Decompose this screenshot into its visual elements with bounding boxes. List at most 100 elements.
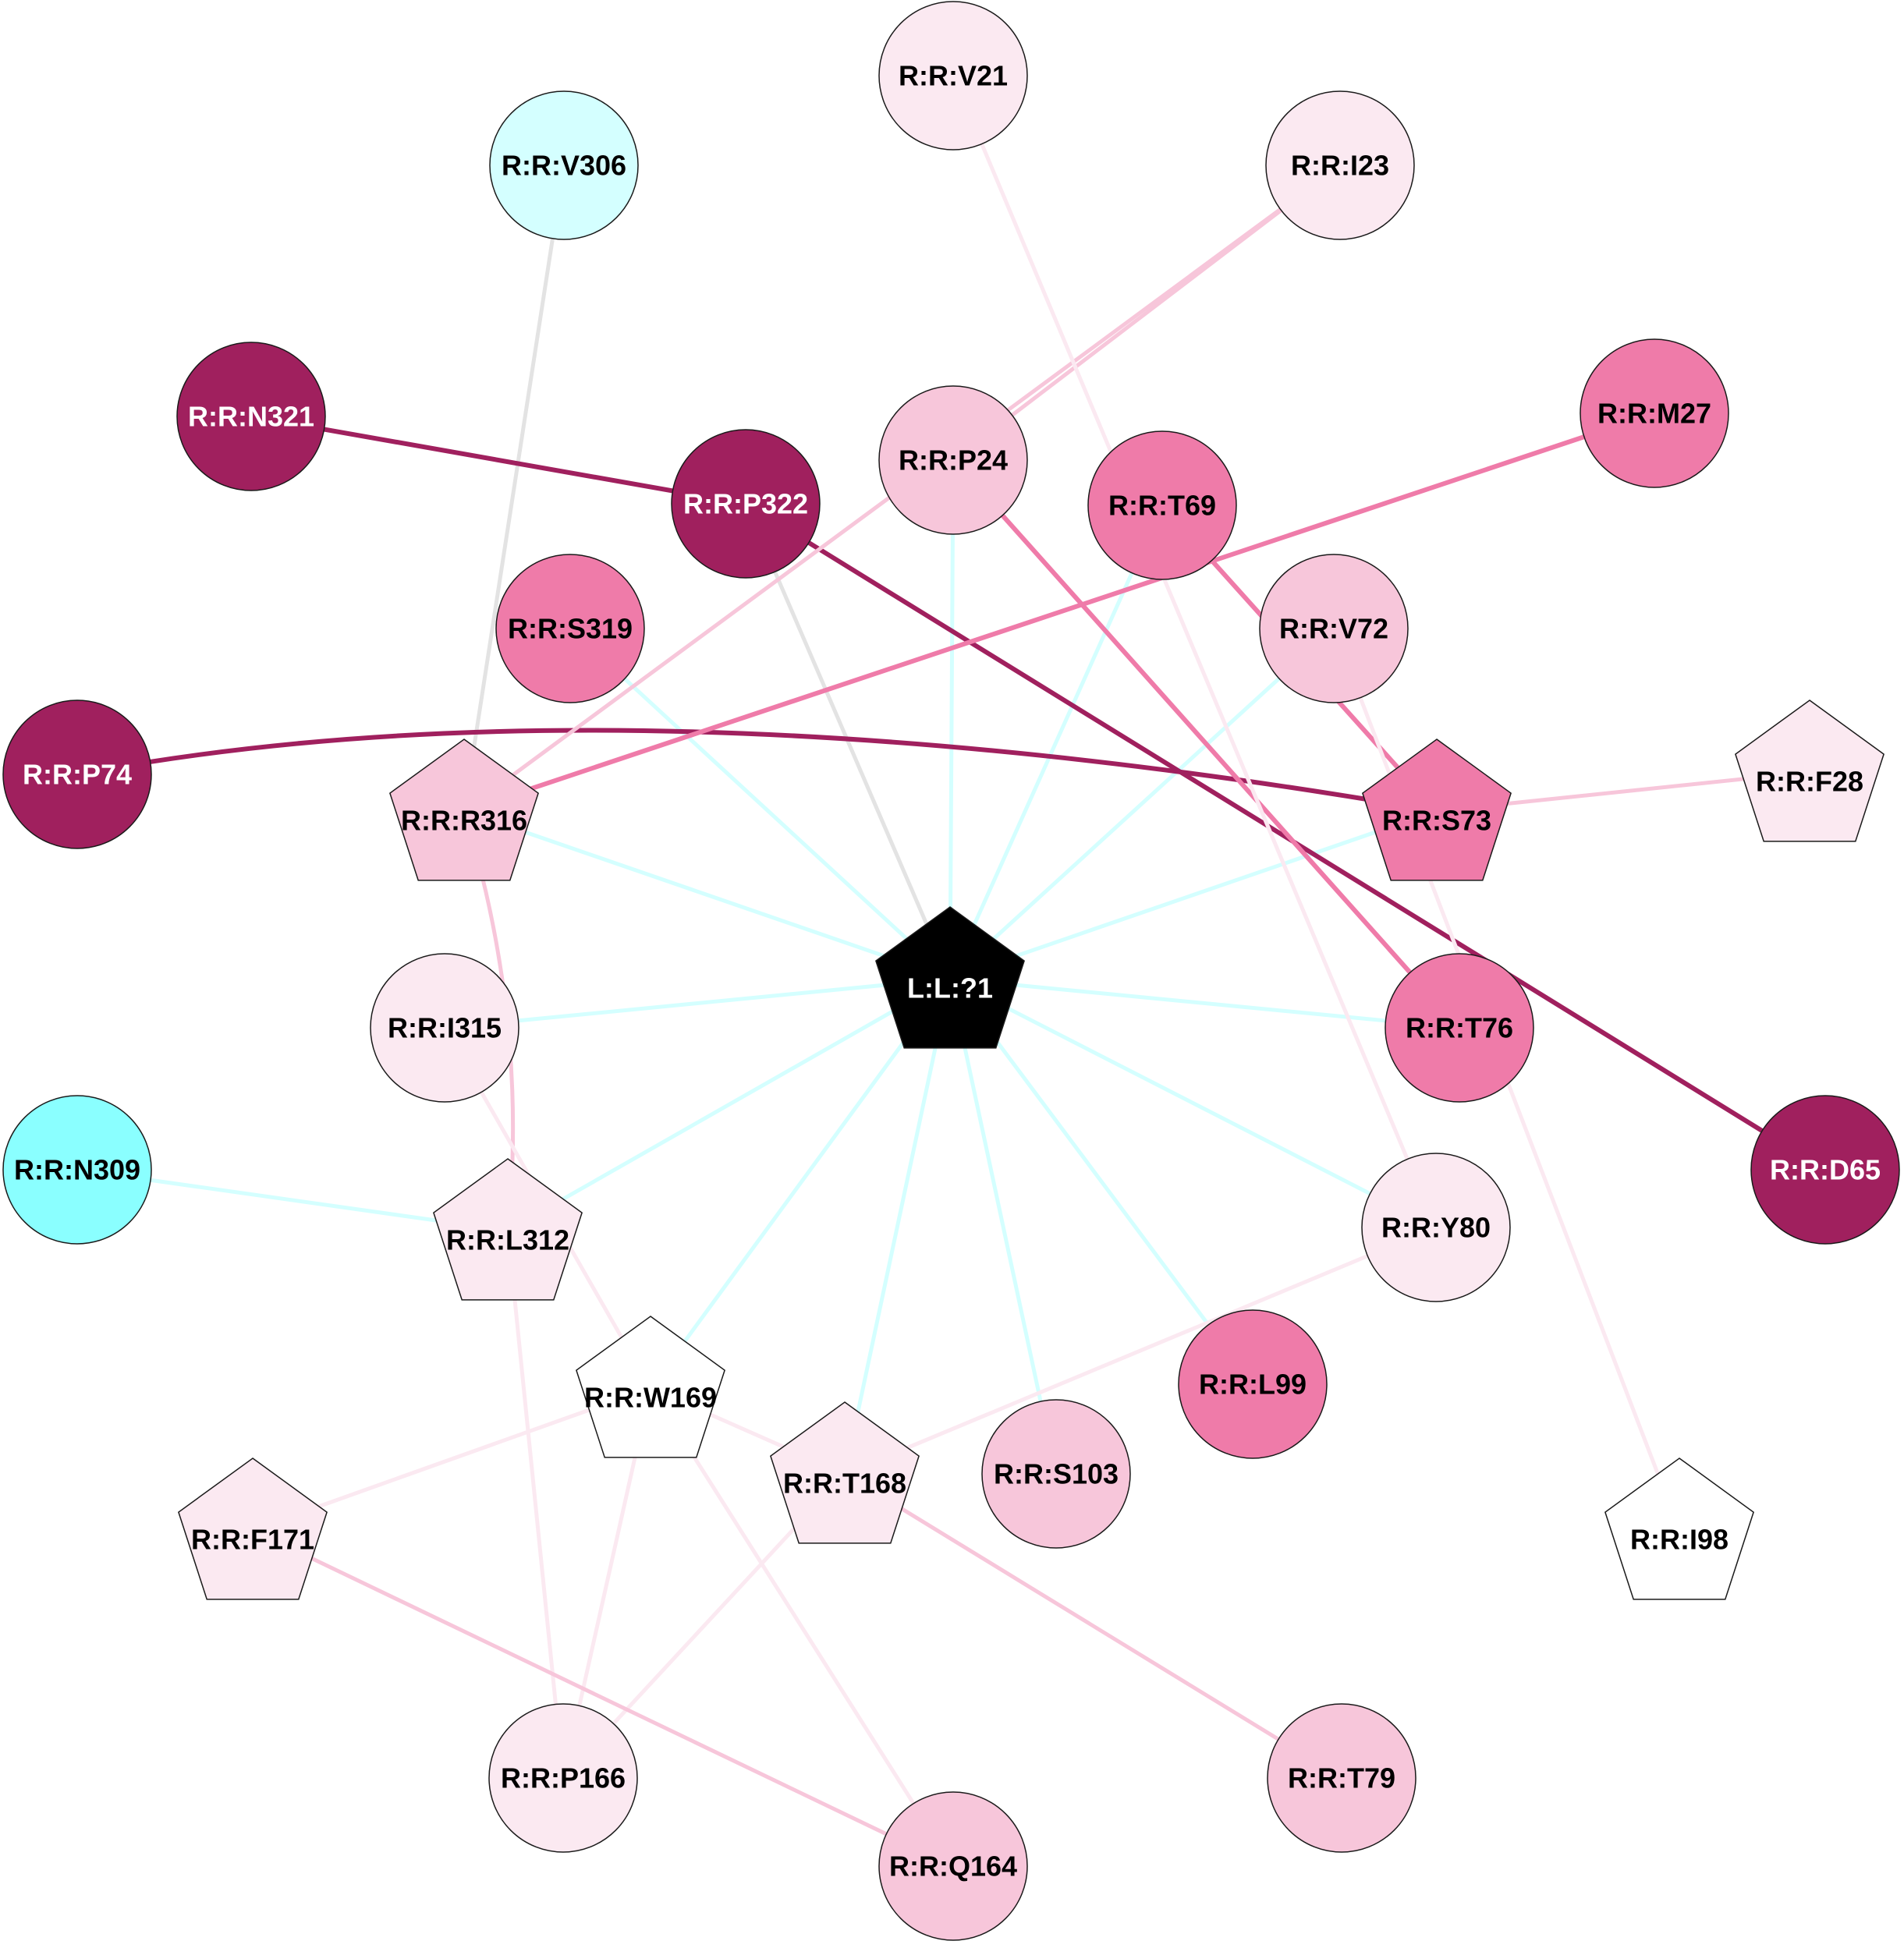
edge-p322-d65 <box>743 501 1828 1172</box>
node-circle <box>1580 338 1729 488</box>
node-t69: R:R:T69 <box>1087 430 1237 580</box>
node-label: R:R:T79 <box>1288 1762 1395 1794</box>
edge-t168-t79 <box>842 1472 1344 1780</box>
node-v21: R:R:V21 <box>878 1 1028 151</box>
node-l99: R:R:L99 <box>1178 1309 1328 1459</box>
edge-l312-p166 <box>505 1228 566 1780</box>
edge-lig-p24 <box>948 458 956 981</box>
node-d65: R:R:D65 <box>1750 1095 1900 1245</box>
node-label: R:R:S319 <box>508 613 633 645</box>
node-label: R:R:D65 <box>1770 1154 1881 1186</box>
node-pentagon <box>770 1401 920 1544</box>
node-q164: R:R:Q164 <box>878 1791 1028 1941</box>
node-circle <box>488 1703 638 1853</box>
node-circle <box>1750 1095 1900 1245</box>
edge-lig-s319 <box>568 626 952 981</box>
node-pentagon <box>389 738 539 881</box>
node-f171: R:R:F171 <box>178 1457 328 1600</box>
node-p322: R:R:P322 <box>671 429 821 579</box>
node-s319: R:R:S319 <box>495 554 645 703</box>
node-circle <box>489 90 639 240</box>
edge-lig-w169 <box>648 976 952 1390</box>
node-label: R:R:N309 <box>14 1154 140 1186</box>
node-label: R:R:F28 <box>1756 766 1863 798</box>
edge-n321-p322 <box>249 414 748 506</box>
node-r316: R:R:R316 <box>389 738 539 881</box>
node-label: R:R:T168 <box>783 1468 906 1500</box>
node-label: R:R:P166 <box>501 1762 626 1794</box>
edge-p74-s73 <box>75 728 1439 813</box>
node-s73: R:R:S73 <box>1362 738 1512 881</box>
edge-v306-r316 <box>462 163 566 813</box>
edge-w169-q164 <box>648 1386 956 1868</box>
edge-f171-q164 <box>250 1528 956 1868</box>
node-label: R:R:R316 <box>401 805 527 837</box>
node-f28: R:R:F28 <box>1735 700 1884 842</box>
node-label: R:R:P74 <box>23 759 132 791</box>
node-label: R:R:T76 <box>1406 1012 1513 1044</box>
node-y80: R:R:Y80 <box>1361 1153 1511 1302</box>
node-m27: R:R:M27 <box>1580 338 1729 488</box>
node-p166: R:R:P166 <box>488 1703 638 1853</box>
node-pentagon <box>433 1158 583 1301</box>
node-label: R:R:M27 <box>1597 398 1711 430</box>
node-circle <box>1087 430 1237 580</box>
node-t76: R:R:T76 <box>1385 953 1534 1103</box>
node-i315: R:R:I315 <box>370 953 519 1103</box>
node-circle <box>2 1095 152 1245</box>
edges-layer <box>75 73 1828 1868</box>
node-label: R:R:L312 <box>446 1224 569 1256</box>
edge-lig-r316 <box>462 809 952 981</box>
node-circle <box>1267 1703 1416 1853</box>
edge-lig-i315 <box>442 976 952 1030</box>
edge-m27-r316 <box>462 411 1657 813</box>
node-circle <box>2 700 152 849</box>
node-label: R:R:W169 <box>584 1382 717 1414</box>
node-lig: L:L:?1 <box>875 906 1025 1049</box>
edge-lig-t69 <box>948 503 1165 981</box>
node-label: R:R:I23 <box>1291 150 1389 182</box>
node-l312: R:R:L312 <box>433 1158 583 1301</box>
node-label: R:R:V306 <box>502 150 626 182</box>
edge-lig-y80 <box>948 976 1438 1230</box>
node-label: R:R:F171 <box>191 1524 314 1556</box>
node-circle <box>981 1399 1131 1549</box>
node-pentagon <box>576 1316 725 1458</box>
node-circle <box>176 342 326 491</box>
node-label: R:R:V21 <box>899 60 1008 92</box>
edge-lig-t76 <box>948 976 1462 1030</box>
node-circle <box>1385 953 1534 1103</box>
node-n309: R:R:N309 <box>2 1095 152 1245</box>
node-label: R:R:I315 <box>388 1012 502 1044</box>
node-s103: R:R:S103 <box>981 1399 1131 1549</box>
node-circle <box>878 1791 1028 1941</box>
node-label: R:R:S103 <box>994 1458 1119 1490</box>
node-label: R:R:S73 <box>1382 805 1491 837</box>
node-pentagon <box>178 1457 328 1600</box>
node-circle <box>1361 1153 1511 1302</box>
node-pentagon <box>1604 1457 1754 1600</box>
node-circle <box>1259 554 1409 703</box>
node-label: R:R:P24 <box>899 444 1008 476</box>
node-label: R:R:L99 <box>1199 1369 1307 1401</box>
node-label: R:R:P322 <box>683 488 808 520</box>
node-label: R:R:N321 <box>188 401 314 433</box>
node-p74: R:R:P74 <box>2 700 152 849</box>
node-circle <box>495 554 645 703</box>
node-p24: R:R:P24 <box>878 385 1028 535</box>
edge-lig-s73 <box>948 809 1439 981</box>
node-i23: R:R:I23 <box>1265 90 1415 240</box>
node-circle <box>1178 1309 1328 1459</box>
node-i98: R:R:I98 <box>1604 1457 1754 1600</box>
node-v72: R:R:V72 <box>1259 554 1409 703</box>
edge-p24-t76 <box>951 458 1462 1030</box>
node-n321: R:R:N321 <box>176 342 326 491</box>
node-circle <box>370 953 519 1103</box>
edge-lig-l312 <box>505 976 952 1233</box>
node-circle <box>671 429 821 579</box>
edge-v21-y80 <box>951 73 1438 1230</box>
node-pentagon <box>1362 738 1512 881</box>
node-label: L:L:?1 <box>907 972 993 1004</box>
